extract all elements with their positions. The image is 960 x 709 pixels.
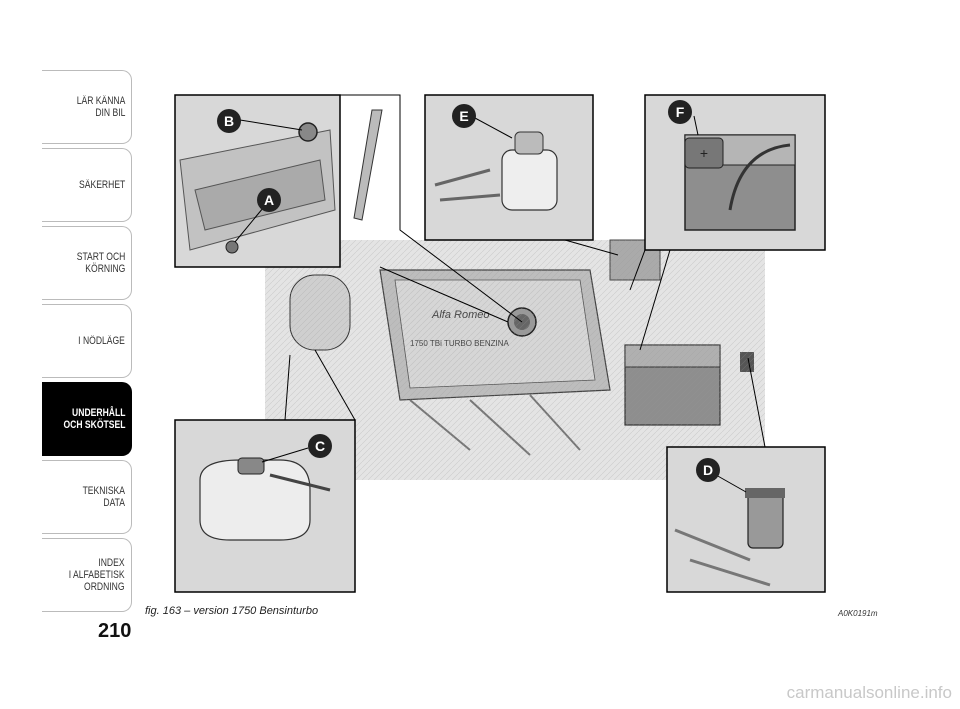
tab-index[interactable]: INDEX I ALFABETISK ORDNING [42,538,132,612]
inset-coolant-reservoir [174,419,356,593]
tab-underhall-och-skotsel[interactable]: UNDERHÅLL OCH SKÖTSEL [42,382,132,456]
label-e-circle: E [452,104,476,128]
dipstick-illustration [353,109,383,221]
label-c-circle: C [308,434,332,458]
figure-caption: fig. 163 – version 1750 Bensinturbo [145,605,319,617]
label-a-circle: A [257,188,281,212]
watermark: carmanualsonline.info [786,683,952,702]
svg-text:D: D [703,462,713,478]
inset-windscreen-washer-reservoir [666,446,826,593]
label-f-circle: F [668,100,692,124]
svg-text:A: A [264,192,274,208]
engine-bay-figure: Alfa Romeo 1750 TBi TURBO BENZINA B A [174,94,826,593]
svg-text:F: F [676,104,685,120]
svg-text:C: C [315,438,325,454]
page-number: 210 [98,620,132,642]
tab-tekniska-data[interactable]: TEKNISKA DATA [42,460,132,534]
svg-text:+: + [700,145,708,161]
label-d-circle: D [696,458,720,482]
label-b-circle: B [217,109,241,133]
tab-i-nodlage[interactable]: I NÖDLÄGE [42,304,132,378]
inset-brake-fluid-reservoir [424,94,594,241]
inset-oil-filler-dipstick [174,94,341,268]
tab-sakerhet[interactable]: SÄKERHET [42,148,132,222]
tab-start-och-korning[interactable]: START OCH KÖRNING [42,226,132,300]
svg-text:B: B [224,113,234,129]
svg-text:E: E [459,108,468,124]
tab-lar-kanna[interactable]: LÄR KÄNNA DIN BIL [42,70,132,144]
figure-code: A0K0191m [838,609,878,618]
leader-lines [284,94,766,448]
